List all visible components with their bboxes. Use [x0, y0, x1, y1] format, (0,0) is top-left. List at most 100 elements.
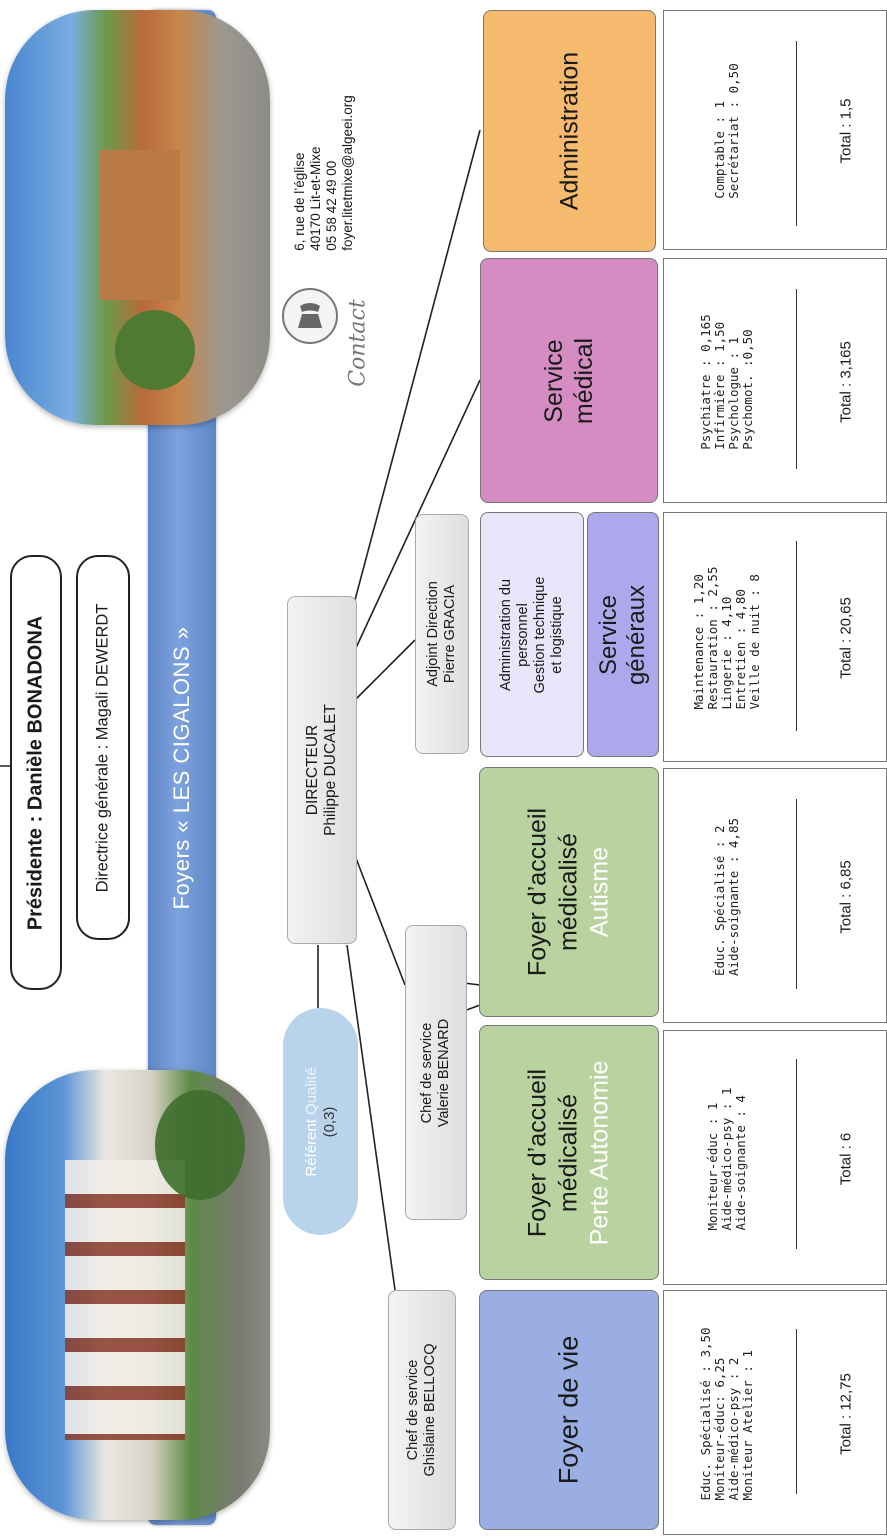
service-medical-box: Service médical [480, 258, 658, 503]
fam-autisme-box: Foyer d’accueil médicalisé Autisme [479, 767, 659, 1017]
generaux-staff: Maintenance : 1,20 Restauration : 2,55 L… [663, 512, 887, 762]
contact-label: Contact [340, 280, 376, 405]
fam-perte-staff: Moniteur-éduc : 1 Aide-médico-psy : 1 Ai… [663, 1030, 887, 1285]
contact-city: 40170 Lit-et-Mixe [308, 145, 323, 251]
staff-line: Educ. Spécialisé : 3,50 [697, 1326, 713, 1501]
phone-icon [298, 303, 322, 328]
adjoint-name: Pierre GRACIA [442, 584, 458, 684]
foyer-de-vie-box: Foyer de vie [479, 1290, 659, 1530]
referent-qualite: Référent Qualité (0,3) [283, 1008, 358, 1235]
administration-staff: Comptable : 1 Secrétariat : 0,50 Total :… [663, 10, 887, 250]
directrice-text: Directrice générale : Magali DEWERDT [93, 603, 112, 892]
staff-line: Veille de nuit : 8 [746, 574, 762, 710]
staff-line: Aide-médico-psy : 2 [725, 1357, 741, 1501]
medical-title-line1: Service [540, 338, 568, 423]
administration-box: Administration [483, 10, 656, 252]
administration-title: Administration [555, 51, 583, 211]
generaux-total: Total : 20,65 [837, 597, 855, 679]
generaux-admin-line1: Administration du [498, 578, 514, 691]
contact-icon [282, 288, 338, 344]
contact-info: 6, rue de l’église 40170 Lit-et-Mixe 05 … [282, 60, 366, 285]
staff-line: Comptable : 1 [711, 100, 727, 199]
staff-line: Lingerie : 4,10 [718, 596, 734, 710]
staff-line: Moniteur-éduc : 1 [704, 1102, 720, 1230]
fam-perte-title-line1: Foyer d’accueil [523, 1068, 552, 1237]
directeur-name: Philippe DUCALET [322, 704, 339, 836]
connector-adjoint [354, 639, 416, 701]
total-divider [796, 41, 797, 226]
generaux-admin-box: Administration du personnel Gestion tech… [480, 512, 584, 757]
referent-word: Qualité [302, 1066, 320, 1115]
staff-line: Aide-médico-psy : 1 [718, 1087, 734, 1230]
staff-line: Psychologue : 1 [725, 336, 741, 450]
staff-line: Moniteur Atelier : 1 [739, 1349, 755, 1501]
generaux-admin-line4: et logistique [549, 595, 565, 674]
tree [115, 310, 195, 390]
staff-line: Éduc. Spécialisé : 2 [711, 825, 727, 976]
contact-address: 6, rue de l’église [292, 151, 307, 251]
staff-line: Infirmière : 1,50 [711, 321, 727, 450]
wooden-building [100, 150, 180, 300]
chef2-title: Chef de service [419, 1022, 435, 1123]
services-generaux-box: Service généraux [587, 512, 659, 757]
fam-autisme-subtitle: Autisme [585, 846, 614, 938]
staff-line: Moniteur-éduc: 6,25 [711, 1357, 727, 1501]
chef1-name: Ghislaine BELLOCQ [422, 1343, 438, 1477]
tree [155, 1090, 245, 1200]
fam-autisme-total: Total : 6,85 [837, 859, 855, 934]
generaux-admin-line3: Gestion technique [532, 576, 548, 693]
generaux-title-line2: généraux [623, 584, 650, 685]
contact-phone: 05 58 42 49 00 [324, 160, 339, 251]
fam-autisme-staff: Éduc. Spécialisé : 2 Aide-soignante : 4,… [663, 768, 887, 1023]
total-divider [796, 541, 797, 731]
chef1-title: Chef de service [405, 1359, 421, 1461]
contact-email: foyer.litetmixe@algeei.org [340, 94, 355, 251]
medical-total: Total : 3,165 [837, 340, 855, 423]
staff-line: Maintenance : 1,20 [690, 574, 706, 710]
fam-perte-autonomie-box: Foyer d’accueil médicalisé Perte Autonom… [479, 1025, 659, 1280]
staff-line: Entretien : 4,80 [732, 589, 748, 710]
staff-line: Psychiatre : 0,165 [697, 313, 713, 450]
fam-perte-total: Total : 6 [837, 1132, 855, 1185]
chef-service-benard: Chef de service Valerie BENARD [405, 925, 467, 1220]
staff-line: Aide-soignante : 4 [732, 1094, 748, 1230]
contact-label-text: Contact [345, 298, 371, 387]
administration-total: Total : 1,5 [837, 98, 855, 164]
fam-autisme-title-line2: médicalisé [554, 832, 583, 952]
building-photo-right [5, 10, 270, 425]
referent-value: (0,3) [320, 1106, 338, 1137]
foyer-de-vie-title: Foyer de vie [553, 1335, 584, 1485]
medical-title-line2: médical [570, 337, 598, 424]
staff-line: Aide-soignante : 4,85 [725, 817, 741, 976]
total-divider [796, 1329, 797, 1494]
generaux-admin-line2: personnel [515, 602, 531, 667]
directeur-box: DIRECTEUR Philippe DUCALET [287, 596, 357, 944]
connector-administration [354, 129, 481, 601]
connector-chef1 [346, 944, 396, 1291]
total-divider [796, 1059, 797, 1249]
directrice-label: Directrice générale : Magali DEWERDT [76, 555, 130, 940]
building-facade [65, 1160, 185, 1440]
fam-perte-subtitle: Perte Autonomie [585, 1060, 614, 1245]
staff-line: Psychomot. :0,50 [739, 328, 755, 450]
building-photo-left [5, 1070, 270, 1520]
staff-line: Secrétariat : 0,50 [725, 63, 741, 199]
medical-staff: Psychiatre : 0,165 Infirmière : 1,50 Psy… [663, 258, 887, 503]
staff-line: Restauration : 2,55 [704, 566, 720, 710]
total-divider [796, 289, 797, 469]
total-divider [796, 799, 797, 989]
foyer-de-vie-total: Total : 12,75 [837, 1372, 855, 1455]
generaux-title-line1: Service [595, 594, 622, 675]
directeur-title: DIRECTEUR [304, 724, 321, 816]
adjoint-title: Adjoint Direction [425, 581, 441, 687]
foyer-de-vie-staff: Educ. Spécialisé : 3,50 Moniteur-éduc: 6… [663, 1290, 887, 1535]
president-label: Présidente : Danièle BONADONA [10, 555, 62, 990]
fam-perte-title-line2: médicalisé [554, 1093, 583, 1212]
chef2-name: Valerie BENARD [436, 1018, 452, 1127]
president-text: Présidente : Danièle BONADONA [24, 615, 47, 930]
fam-autisme-title-line1: Foyer d’accueil [523, 807, 552, 977]
foyers-title: Foyers « LES CIGALONS » [169, 626, 194, 909]
chef-service-bellocq: Chef de service Ghislaine BELLOCQ [388, 1290, 456, 1530]
adjoint-direction-box: Adjoint Direction Pierre GRACIA [415, 514, 469, 754]
referent-prefix: Référent [302, 1114, 320, 1177]
